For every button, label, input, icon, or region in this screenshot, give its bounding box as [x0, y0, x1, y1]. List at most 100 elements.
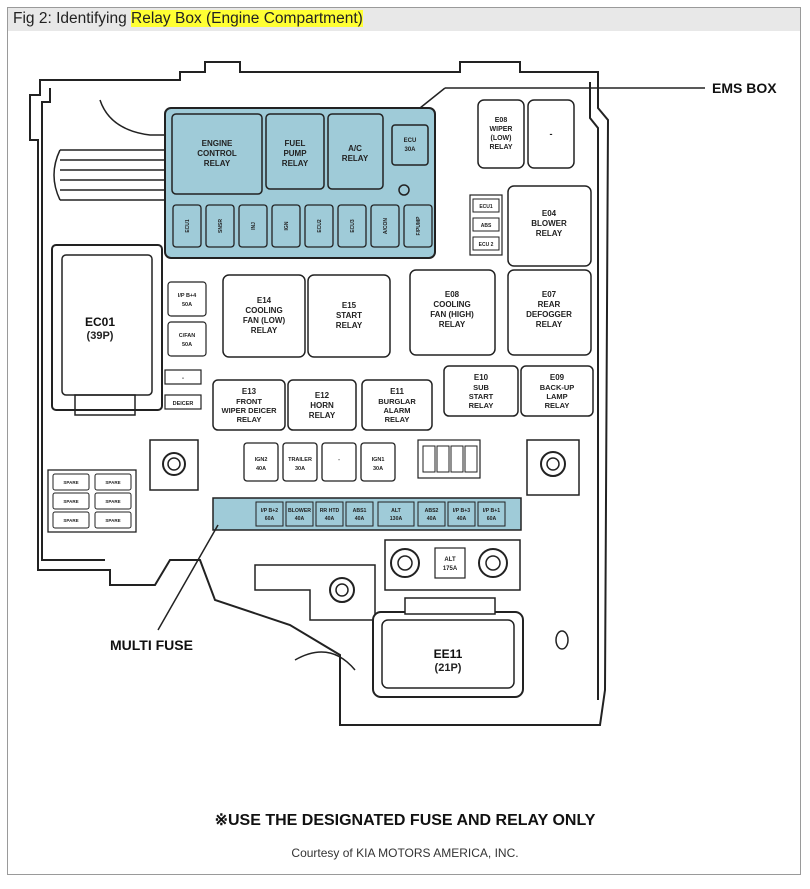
spare-fuse-label: SPARE: [63, 480, 78, 485]
multi-fuse-item: [377, 501, 415, 527]
ems-mini-fuse: [238, 204, 268, 248]
e08-wiper-line1: E08: [495, 117, 508, 124]
spare-fuse-label: SPARE: [63, 518, 78, 523]
ac-relay-line2: RELAY: [342, 154, 369, 163]
mini-fuse-block: [417, 439, 481, 479]
ems-mini-fuse-label: ECU2: [317, 219, 323, 233]
spare-fuse-label: SPARE: [63, 499, 78, 504]
e13-line2: FRONT: [236, 397, 262, 406]
ems-mini-fuse-label: ECU3: [350, 219, 356, 233]
e09-line2: BACK-UP: [540, 383, 575, 392]
ems-mini-fuse: [205, 204, 235, 248]
small-fuse-stack: ECU1 ABS ECU 2: [469, 194, 503, 256]
multi-fuse-item: [315, 501, 344, 527]
relay-blank: -: [527, 99, 575, 169]
multi-fuse-item: [255, 501, 284, 527]
ems-box-label: EMS BOX: [712, 80, 777, 96]
ec01-connector: EC01 (39P): [51, 244, 163, 416]
e07-line1: E07: [542, 290, 557, 299]
e04-line3: RELAY: [536, 229, 563, 238]
engine-control-relay-line1: ENGINE: [202, 139, 233, 148]
spare-fuse: [52, 492, 90, 510]
dash-fuse-label: -: [182, 376, 184, 382]
e08-fan-line2: COOLING: [433, 300, 470, 309]
multi-fuse-item-name: I/P B+1: [483, 508, 500, 514]
ec01-name: EC01: [85, 315, 115, 329]
e15-line3: RELAY: [336, 321, 363, 330]
relay-e09: E09 BACK-UP LAMP RELAY: [520, 365, 594, 417]
multi-fuse-item-amp: 130A: [390, 516, 403, 522]
e11-line2: BURGLAR: [378, 397, 416, 406]
fuse-row-name: TRAILER: [288, 457, 312, 463]
ems-box: ENGINE CONTROL RELAY FUEL PUMP RELAY A/C…: [164, 107, 436, 259]
usage-note: ※USE THE DESIGNATED FUSE AND RELAY ONLY: [214, 812, 596, 829]
caption-highlight: Relay Box (Engine Compartment): [131, 10, 363, 27]
spare-fuse: [94, 511, 132, 529]
ee11-connector: EE11 (21P): [372, 597, 569, 698]
ems-mini-fuse-label: SNSR: [218, 219, 224, 233]
multi-fuse-item-amp: 60A: [265, 516, 275, 522]
caption-prefix: Fig 2: Identifying: [13, 10, 132, 27]
ipb4-name: I/P B+4: [178, 293, 197, 299]
multi-fuse-item-name: BLOWER: [288, 508, 311, 514]
ems-mini-fuse-label: ECU1: [185, 219, 191, 233]
relay-e12: E12 HORN RELAY: [287, 379, 357, 431]
spare-fuse-label: SPARE: [105, 518, 120, 523]
ems-mini-fuse: [172, 204, 202, 248]
multi-fuse-item: [285, 501, 314, 527]
relay-e13: E13 FRONT WIPER DEICER RELAY: [212, 379, 286, 431]
fuse-row-amp: 30A: [373, 466, 383, 472]
fuel-pump-relay-line1: FUEL: [285, 139, 306, 148]
spare-fuse-label: SPARE: [105, 480, 120, 485]
multi-fuse-item-amp: 40A: [457, 516, 467, 522]
e14-line3: FAN (LOW): [243, 316, 286, 325]
e04-line1: E04: [542, 209, 557, 218]
fuel-pump-relay-line3: RELAY: [282, 159, 309, 168]
e13-line1: E13: [242, 387, 257, 396]
spare-fuse: [94, 492, 132, 510]
stack-fuse-2: ABS: [481, 223, 492, 229]
ipb4-amp: 50A: [182, 302, 192, 308]
multi-fuse-item: [417, 501, 446, 527]
e08-wiper-line3: (LOW): [491, 135, 512, 142]
bolt-right: [526, 439, 580, 496]
ems-mini-fuse: [304, 204, 334, 248]
bolt-bottom: [254, 564, 376, 621]
alt-fuse-amp: 175A: [443, 566, 458, 572]
bolt-left: [149, 439, 199, 491]
alt-fuse-name: ALT: [444, 557, 456, 563]
e12-line2: HORN: [310, 401, 334, 410]
ems-mini-fuse: [370, 204, 400, 248]
relay-e08-wiper: E08 WIPER (LOW) RELAY: [477, 99, 525, 169]
relay-e04: E04 BLOWER RELAY: [507, 185, 592, 267]
e14-line2: COOLING: [245, 306, 282, 315]
e15-line1: E15: [342, 301, 357, 310]
fuse-row-item: [282, 442, 318, 482]
fuse-row-item: [243, 442, 279, 482]
fuel-pump-relay: [265, 113, 325, 190]
engine-control-relay-line3: RELAY: [204, 159, 231, 168]
relay-e08-fan: E08 COOLING FAN (HIGH) RELAY: [409, 269, 496, 356]
ems-mini-fuse-label: IGN: [284, 221, 290, 230]
multi-fuse-callout-line: [157, 524, 219, 631]
e13-line4: RELAY: [237, 415, 262, 424]
fuse-cfan: C/FAN 50A: [167, 321, 207, 357]
fuse-row-amp: 30A: [295, 466, 305, 472]
multi-fuse-item-amp: 40A: [295, 516, 305, 522]
e10-line4: RELAY: [469, 401, 494, 410]
fuel-pump-relay-line2: PUMP: [283, 149, 307, 158]
multi-fuse-item-name: I/P B+3: [453, 508, 470, 514]
spare-fuse-label: SPARE: [105, 499, 120, 504]
housing-outline: [29, 61, 610, 726]
spare-fuse: [52, 511, 90, 529]
multi-fuse-item-name: ABS2: [425, 508, 439, 514]
ems-mini-fuse-label: F/PUMP: [416, 216, 422, 236]
ecu-fuse-name: ECU: [404, 138, 417, 144]
e15-line2: START: [336, 311, 362, 320]
multi-fuse-item: [447, 501, 476, 527]
fuse-row-amp: 40A: [256, 466, 266, 472]
fuse-deicer: - DEICER: [164, 369, 202, 410]
engine-control-relay-line2: CONTROL: [197, 149, 237, 158]
